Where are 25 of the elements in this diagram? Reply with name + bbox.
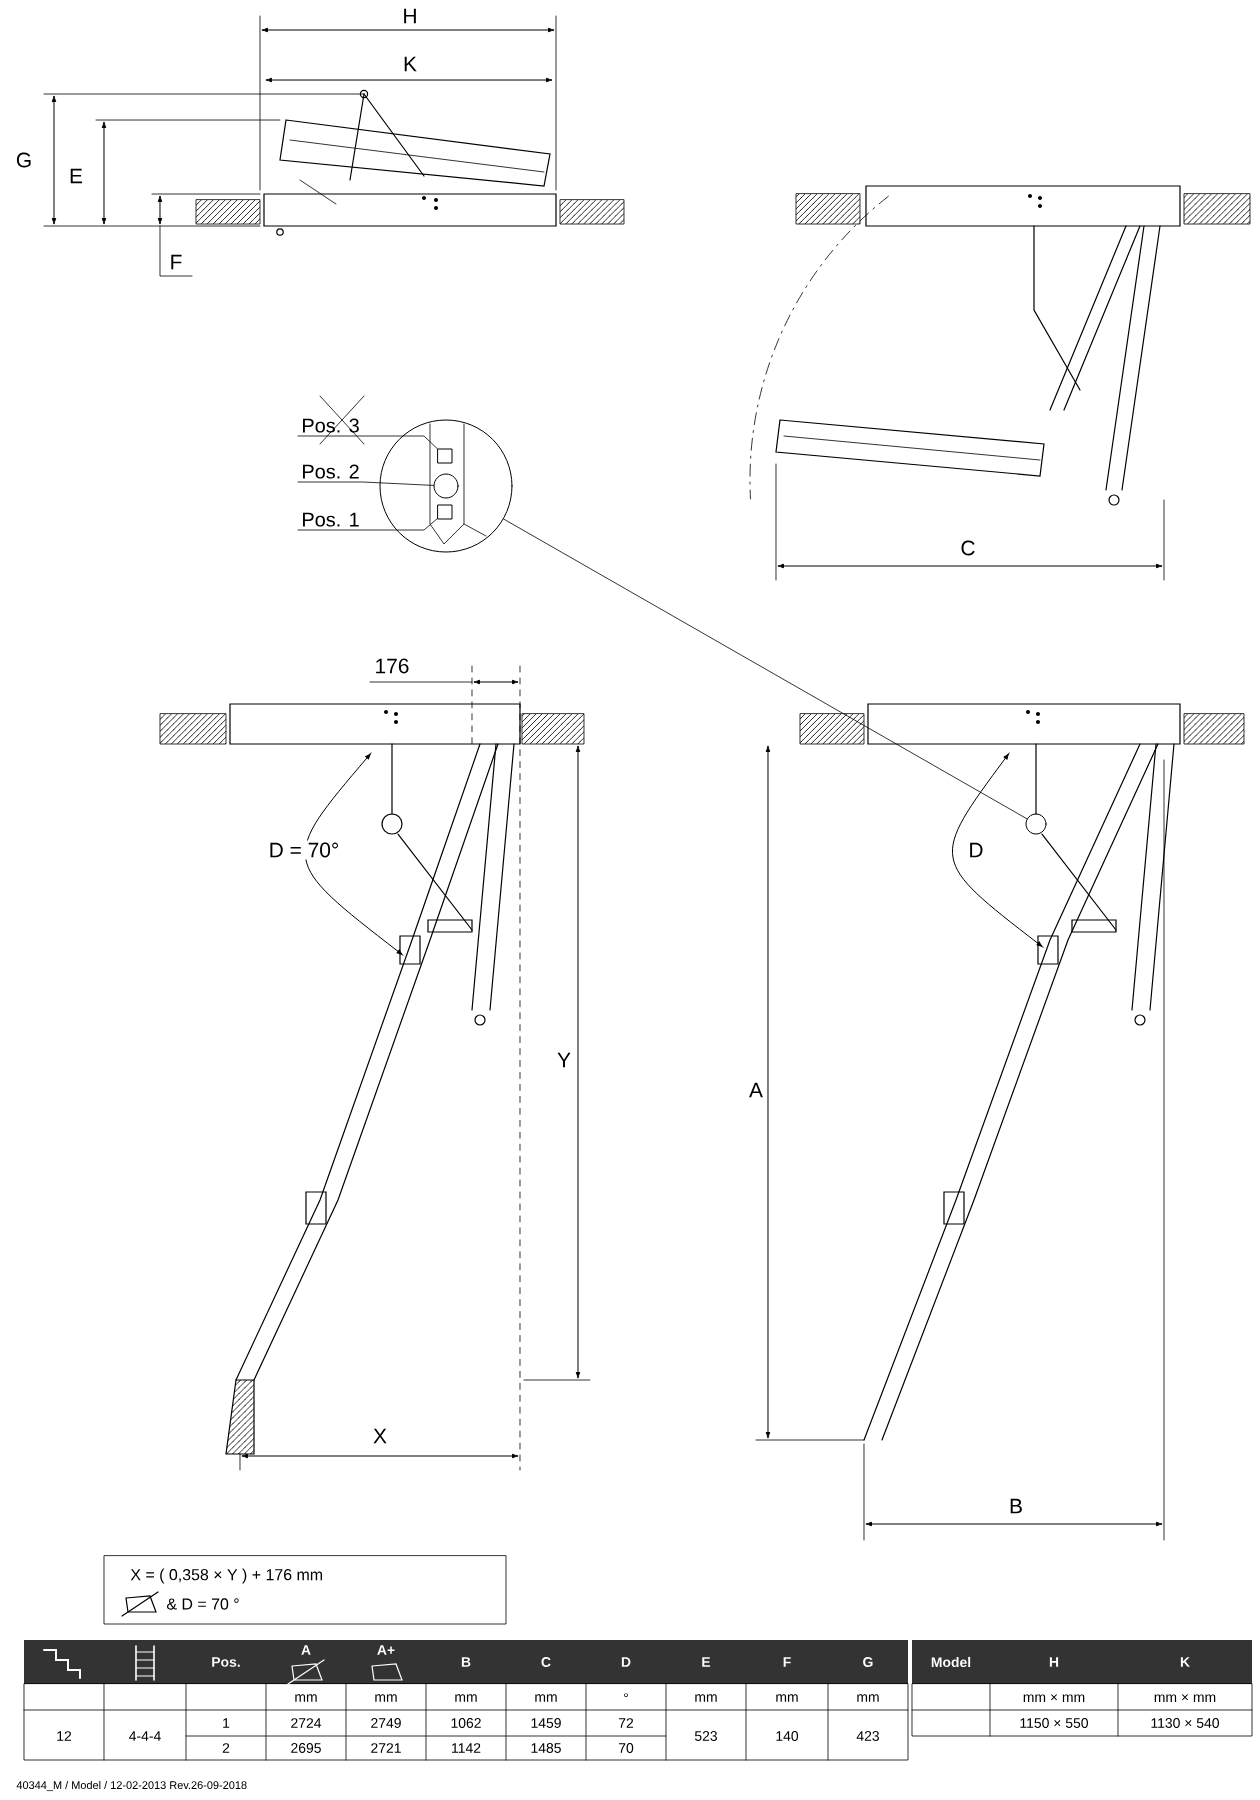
dimension-label: H — [400, 6, 420, 26]
dimension-label: B — [1007, 1496, 1025, 1516]
dimension-label: A — [747, 1080, 765, 1100]
dimension-label: K — [401, 54, 419, 74]
dimension-label: D — [966, 840, 986, 860]
dimension-label: G — [13, 150, 35, 170]
position-hole — [437, 448, 453, 464]
detail-circle — [379, 419, 513, 553]
position-label: Pos. 1 — [303, 512, 359, 527]
position-hole — [437, 504, 453, 520]
dimension-label: Y — [555, 1050, 573, 1070]
leader-line — [297, 435, 438, 450]
dimension-label: C — [958, 538, 978, 558]
position-label: Pos. 2 — [303, 464, 359, 479]
hinge-circle — [1025, 813, 1047, 835]
leader-line — [297, 481, 434, 486]
dimension-label: F — [167, 252, 185, 272]
dimension-label: X — [371, 1426, 389, 1446]
leader-line — [297, 518, 438, 531]
dimension-label: 176 — [372, 656, 412, 676]
dimension-label: E — [67, 166, 85, 186]
position-label: Pos. 3 — [303, 418, 359, 433]
position-hole — [433, 473, 459, 499]
connector-line — [503, 518, 1028, 820]
dimension-label: D = 70° — [266, 840, 342, 860]
